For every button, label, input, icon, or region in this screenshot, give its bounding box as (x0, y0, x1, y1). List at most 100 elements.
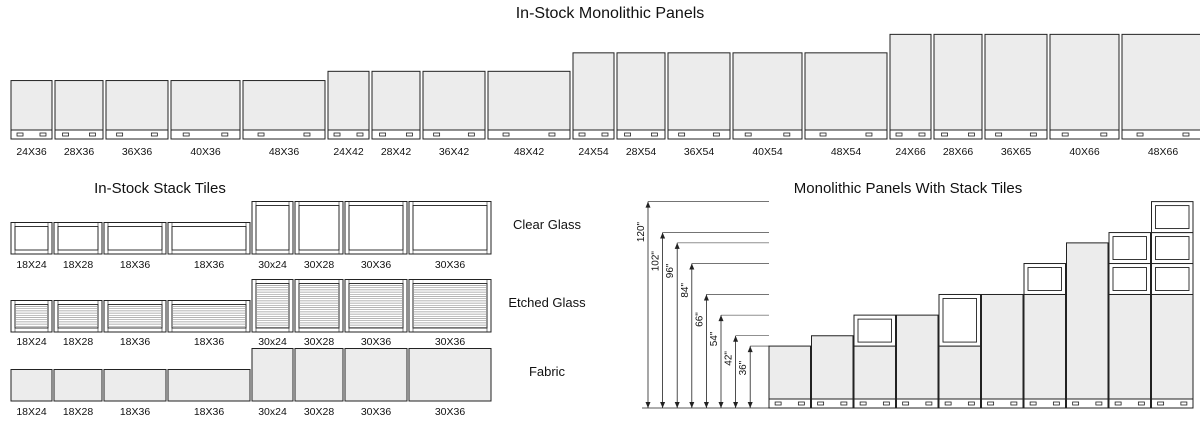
base-slot (987, 401, 995, 406)
stack-tile (344, 279, 408, 333)
panel-base (327, 129, 370, 140)
monolithic-panel (616, 52, 666, 140)
row-label-etched: Etched Glass (508, 295, 586, 310)
tile-label: 30X28 (304, 406, 335, 418)
tile-fabric (294, 348, 344, 402)
combo-stack-tile (1151, 232, 1194, 265)
base-slot (39, 132, 47, 137)
base-slot (1114, 401, 1122, 406)
base-slot (941, 132, 948, 137)
tile-label: 30X28 (304, 259, 335, 271)
combo-panel (896, 314, 939, 409)
combo-tile-glass (1112, 236, 1147, 260)
stack-tile (103, 300, 167, 333)
panel-body (853, 345, 896, 400)
panel-base (371, 129, 421, 140)
combo-tile-frame (1108, 263, 1151, 295)
tile-label: 18X24 (16, 259, 47, 271)
stack-tile (344, 201, 408, 255)
panel-body (1151, 293, 1194, 400)
tile-label: 30X28 (304, 336, 335, 348)
dim-label: 96" (665, 263, 676, 278)
combo-tile-frame (1151, 201, 1194, 234)
tile-label: 30x24 (258, 259, 287, 271)
panel-base (1023, 398, 1066, 409)
combo-tile-frame (938, 293, 981, 347)
base-slot (712, 132, 720, 137)
panel-base (105, 129, 169, 140)
base-slot (333, 132, 341, 137)
panel-label: 28X54 (626, 146, 657, 158)
dim-arrow-head (718, 315, 724, 322)
panel-base (889, 129, 932, 140)
panel-base (896, 398, 939, 409)
combo-tile-frame (1023, 263, 1066, 295)
base-slot (797, 401, 805, 406)
base-slot (1052, 401, 1060, 406)
base-slot (1061, 132, 1069, 137)
stack-tile (408, 201, 492, 255)
panel-label: 36X65 (1001, 146, 1032, 158)
monolithic-panel (10, 80, 53, 140)
stack-tile (53, 300, 103, 333)
panel-body (811, 335, 854, 400)
dim-arrow-head (645, 201, 651, 208)
panel-body (371, 70, 421, 131)
tile-frame (408, 201, 492, 255)
tile-frame (53, 300, 103, 333)
base-slot (548, 132, 556, 137)
stack-tile (10, 222, 53, 255)
combo-panel (853, 345, 896, 409)
combo-tile-glass (1027, 267, 1062, 291)
tile-label: 30X36 (435, 406, 466, 418)
tile-frame (10, 222, 53, 255)
panel-base (487, 129, 571, 140)
combo-tile-frame (1151, 263, 1194, 295)
base-slot (819, 132, 827, 137)
stack-tile (103, 369, 167, 402)
monolithic-panel (889, 33, 932, 140)
panel-base (981, 398, 1024, 409)
tile-label: 18X28 (63, 406, 94, 418)
base-slot (62, 132, 69, 137)
stack-tile (344, 348, 408, 402)
panel-base (732, 129, 803, 140)
combo-tile-glass (1155, 267, 1190, 291)
panel-base (667, 129, 731, 140)
tile-label: 30X36 (435, 336, 466, 348)
dim-label: 36" (738, 360, 749, 375)
panel-base (422, 129, 486, 140)
tile-fabric (103, 369, 167, 402)
base-slot (406, 132, 413, 137)
tile-label: 18X28 (63, 336, 94, 348)
panel-body (616, 52, 666, 131)
panel-body (54, 80, 104, 131)
panel-body (889, 33, 932, 131)
base-slot (379, 132, 386, 137)
combo-panel (768, 345, 811, 409)
base-slot (1137, 401, 1145, 406)
monolithic-panel (487, 70, 571, 140)
panel-body (105, 80, 169, 131)
tile-fabric (251, 348, 294, 402)
tile-label: 18X36 (120, 336, 151, 348)
dim-label: 120" (636, 221, 647, 242)
base-slot (895, 132, 903, 137)
tile-frame (167, 222, 251, 255)
base-slot (918, 132, 926, 137)
panel-label: 40X54 (752, 146, 783, 158)
stack-tile (10, 369, 53, 402)
panel-base (54, 129, 104, 140)
panel-base (616, 129, 666, 140)
monolithic-panel (804, 52, 888, 140)
tile-fabric (344, 348, 408, 402)
panel-label: 24X42 (333, 146, 364, 158)
dim-label: 66" (694, 312, 705, 327)
tile-label: 30x24 (258, 406, 287, 418)
panel-body (804, 52, 888, 131)
stack-tile (167, 300, 251, 333)
dim-label: 102" (651, 251, 662, 272)
panel-label: 24X36 (16, 146, 47, 158)
base-slot (1029, 132, 1037, 137)
panel-body (938, 345, 981, 400)
